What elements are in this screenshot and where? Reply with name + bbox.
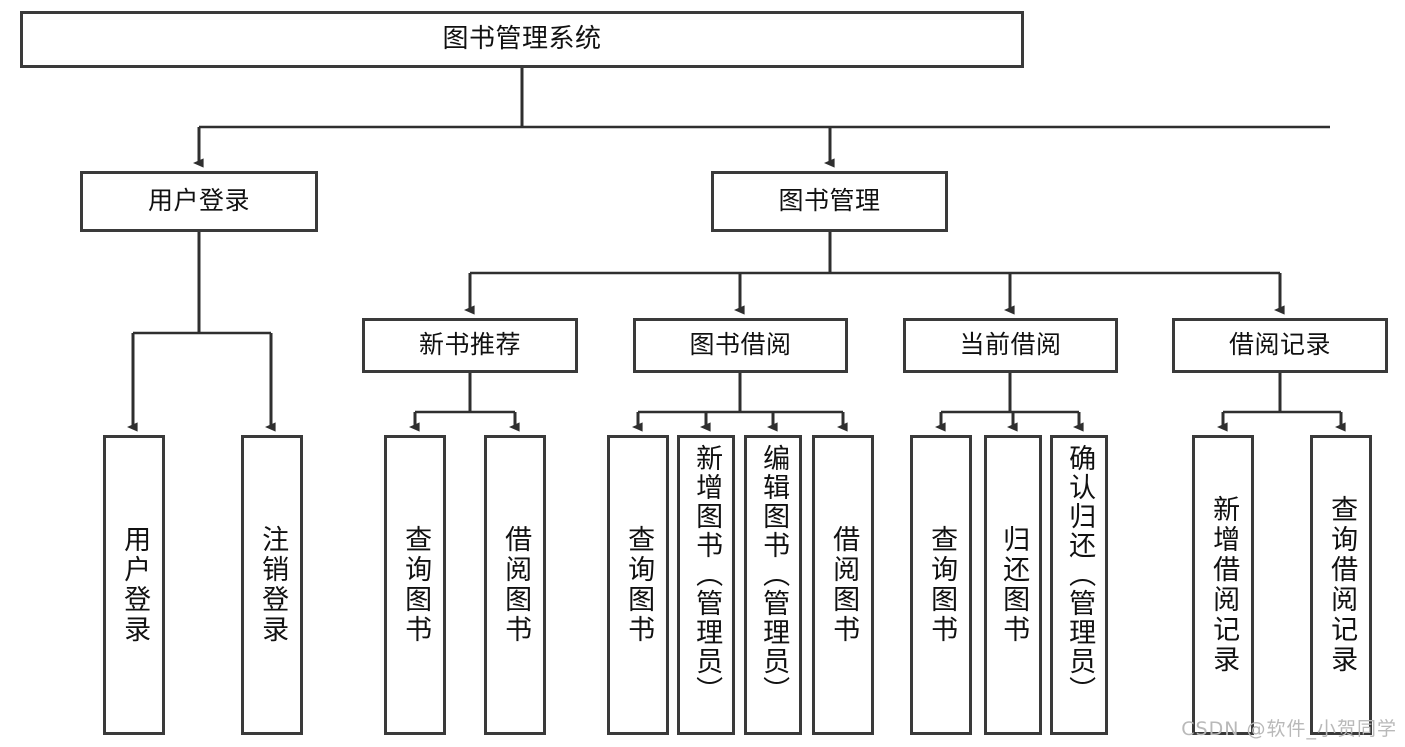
node-leaf-borrow-book[interactable]: 借阅图书 bbox=[812, 435, 874, 735]
node-borrow-record[interactable]: 借阅记录 bbox=[1172, 318, 1388, 373]
node-root[interactable]: 图书管理系统 bbox=[20, 11, 1024, 68]
node-leaf-user-login[interactable]: 用户登录 bbox=[103, 435, 165, 735]
node-leaf-query-book-rec-label: 查询图书 bbox=[400, 525, 432, 645]
node-leaf-borrow-book-rec-label: 借阅图书 bbox=[500, 525, 532, 645]
node-book-manage-label: 图书管理 bbox=[778, 186, 881, 216]
node-leaf-user-login-label: 用户登录 bbox=[119, 525, 151, 645]
node-leaf-return-book-label: 归还图书 bbox=[998, 525, 1030, 645]
node-leaf-logout-login[interactable]: 注销登录 bbox=[241, 435, 303, 735]
node-borrow-record-label: 借阅记录 bbox=[1228, 330, 1331, 360]
node-book-borrow-label: 图书借阅 bbox=[689, 330, 792, 360]
node-leaf-edit-book-admin-label: 编辑图书（管理员） bbox=[758, 444, 790, 705]
node-current-borrow-label: 当前借阅 bbox=[959, 330, 1062, 360]
node-leaf-borrow-book-label: 借阅图书 bbox=[828, 525, 860, 645]
node-leaf-add-borrow-record[interactable]: 新增借阅记录 bbox=[1192, 435, 1254, 735]
node-leaf-query-book-current-label: 查询图书 bbox=[926, 525, 958, 645]
node-root-label: 图书管理系统 bbox=[442, 23, 602, 54]
node-new-book-recommend-label: 新书推荐 bbox=[418, 330, 521, 360]
node-user-login-label: 用户登录 bbox=[147, 186, 250, 216]
node-leaf-confirm-return-admin[interactable]: 确认归还（管理员） bbox=[1050, 435, 1108, 735]
node-leaf-borrow-book-rec[interactable]: 借阅图书 bbox=[484, 435, 546, 735]
node-leaf-query-borrow-record-label: 查询借阅记录 bbox=[1326, 495, 1358, 675]
node-leaf-query-borrow-record[interactable]: 查询借阅记录 bbox=[1310, 435, 1372, 735]
node-new-book-recommend[interactable]: 新书推荐 bbox=[362, 318, 578, 373]
watermark: CSDN @软件_小贺同学 bbox=[1181, 718, 1397, 740]
node-leaf-query-book-borrow[interactable]: 查询图书 bbox=[607, 435, 669, 735]
node-leaf-return-book[interactable]: 归还图书 bbox=[984, 435, 1042, 735]
node-leaf-edit-book-admin[interactable]: 编辑图书（管理员） bbox=[744, 435, 802, 735]
node-leaf-query-book-borrow-label: 查询图书 bbox=[623, 525, 655, 645]
node-leaf-logout-login-label: 注销登录 bbox=[257, 525, 289, 645]
node-current-borrow[interactable]: 当前借阅 bbox=[903, 318, 1118, 373]
node-leaf-query-book-rec[interactable]: 查询图书 bbox=[384, 435, 446, 735]
node-user-login[interactable]: 用户登录 bbox=[80, 171, 318, 232]
node-book-manage[interactable]: 图书管理 bbox=[711, 171, 948, 232]
node-book-borrow[interactable]: 图书借阅 bbox=[633, 318, 848, 373]
node-leaf-add-book-admin-label: 新增图书（管理员） bbox=[691, 444, 723, 705]
node-leaf-query-book-current[interactable]: 查询图书 bbox=[910, 435, 972, 735]
node-leaf-add-borrow-record-label: 新增借阅记录 bbox=[1208, 495, 1240, 675]
node-leaf-confirm-return-admin-label: 确认归还（管理员） bbox=[1064, 444, 1096, 705]
node-leaf-add-book-admin[interactable]: 新增图书（管理员） bbox=[677, 435, 735, 735]
